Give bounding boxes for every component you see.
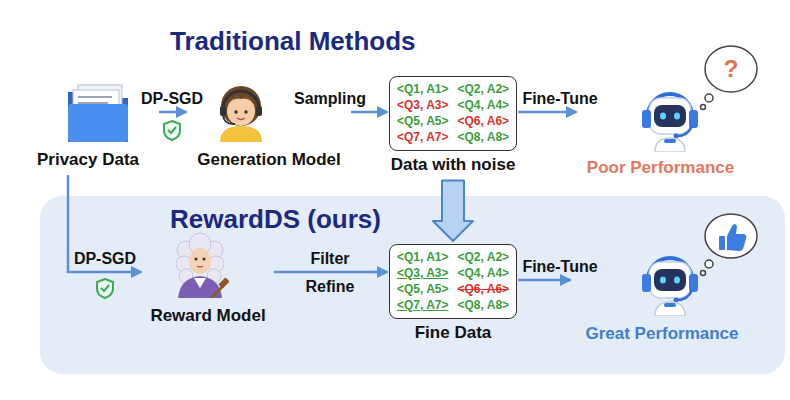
qa-pair: <Q2, A2> [458,82,510,97]
edge-label: DP-SGD [74,249,136,268]
arrow-connector [518,279,570,282]
folder-icon-part [78,102,108,104]
judge-icon-part [178,276,222,298]
band-background [40,196,785,374]
arrow-connector [68,175,141,272]
edge-label: Filter [310,249,349,268]
folder-icon-part [78,96,112,98]
thought-bubble-part [719,236,725,250]
qa-pair: <Q4, A4> [458,266,510,281]
shield-icon [97,279,113,298]
qa-pair: <Q7, A7> [397,130,449,145]
node-label: Great Performance [585,324,738,344]
thought-bubble [701,214,758,276]
robot-icon [642,94,698,152]
diagram-title: Traditional Methods [170,26,416,57]
arrow-connector [351,111,387,114]
node-label: Privacy Data [37,150,139,170]
bubble-symbol: ? [724,56,739,82]
arrow-note: Refine [306,278,355,296]
qa-pair: <Q7, A7> [397,298,449,313]
edge-label: Fine-Tune [522,89,597,108]
thought-bubble-part [701,271,706,276]
judge-icon-part [203,258,206,261]
person-icon-part [227,96,255,106]
output-model: Great Performance [572,244,752,346]
qa-pair: <Q5, A5> [397,282,449,297]
arrow-connector [159,111,186,114]
shield-icon-part [168,127,176,133]
box-heading: Data with noise [391,155,516,175]
method-band: RewardDS (ours) Reward Model <Q1, A1> <Q2, … [40,196,785,374]
judge-icon-part [197,266,203,267]
thought-bubble-part [705,260,713,268]
person-icon-part [256,106,262,116]
folder-icon [68,85,128,142]
judge-icon-part [194,278,206,288]
band-title: RewardDS (ours) [170,204,381,235]
arrow-connector [518,111,576,114]
shield-icon-part [97,279,113,298]
person-icon-part [221,86,261,126]
edge-label: Sampling [294,89,366,108]
person-icon-part [244,110,247,113]
person-icon-part [220,126,262,142]
node-label: Reward Model [150,306,265,326]
shield-icon [164,121,180,140]
edge-label: Fine-Tune [522,257,597,276]
data-box: <Q1, A1> <Q2, A2> <Q3, A3> <Q4, A4> <Q5, A5>… [389,76,517,151]
qa-pair: <Q4, A4> [458,98,510,113]
person-icon-part [234,110,237,113]
person-icon-part [227,96,255,126]
judge-icon-part [195,258,198,261]
qa-pair: <Q6, A6> [458,114,510,129]
person-icon-part [237,118,245,120]
qa-pair: <Q2, A2> [458,250,510,265]
box-heading: Fine Data [415,323,492,343]
robot-icon [642,258,698,316]
folder-icon-part [68,104,128,142]
qa-pair: <Q5, A5> [397,114,449,129]
qa-pair: <Q1, A1> [397,82,449,97]
judge-icon-part [212,286,223,297]
judge-icon [176,233,230,298]
block-arrow [433,180,473,241]
thought-bubble-part [701,105,706,110]
person-icon-part [223,115,235,124]
thought-bubble-part [727,224,746,251]
qa-pair: <Q8, A8> [458,298,510,313]
qa-pair: <Q3, A3> [397,266,449,281]
arrow-connector [274,271,387,274]
thought-bubble [701,46,758,110]
qa-pair: <Q1, A1> [397,250,449,265]
judge-icon-part [218,277,229,288]
data-source: Privacy Data [18,80,158,172]
data-box: <Q1, A1> <Q2, A2> <Q3, A3> <Q4, A4> <Q5, A5>… [389,244,517,319]
thought-bubble-part [705,94,713,102]
thought-bubble-part [705,46,757,92]
person-icon-part [223,91,259,109]
output-model: Poor Performance [578,80,743,180]
judge-icon-part [189,248,211,274]
edge-label: DP-SGD [141,89,203,108]
reward-model: Reward Model [143,236,273,328]
node-label: Poor Performance [587,158,734,178]
node-label: Generation Model [197,150,341,170]
shield-icon-part [164,121,180,140]
qa-pair: <Q6, A6> [458,282,510,297]
person-icon-part [220,106,226,116]
thought-bubble-part [705,214,757,258]
shield-icon-part [101,285,109,291]
qa-pair: <Q3, A3> [397,98,449,113]
person-icon [220,86,262,142]
qa-pair: <Q8, A8> [458,130,510,145]
